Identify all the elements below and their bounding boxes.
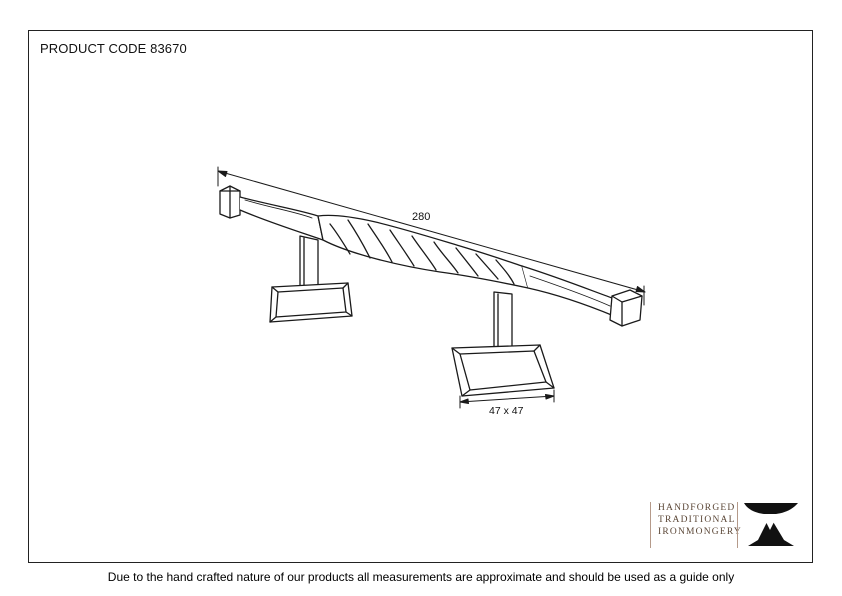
right-shank — [521, 265, 615, 317]
anvil-logo-icon — [744, 503, 798, 546]
product-code: PRODUCT CODE 83670 — [40, 41, 187, 56]
right-end-cap — [609, 289, 643, 327]
brand-divider — [737, 502, 738, 548]
base-size-label: 47 x 47 — [489, 405, 524, 417]
left-base-plate — [269, 282, 353, 323]
right-base-plate — [451, 344, 555, 397]
brand-line: TRADITIONAL — [658, 515, 736, 525]
brand-wordmark: HANDFORGED TRADITIONAL IRONMONGERY — [650, 502, 742, 548]
left-shank — [239, 196, 324, 241]
length-dimension-line — [217, 166, 646, 306]
length-label: 280 — [412, 211, 430, 223]
base-dimension-line — [459, 389, 555, 409]
brand-line: HANDFORGED — [658, 503, 736, 513]
brand-line: IRONMONGERY — [658, 527, 742, 537]
disclaimer-text: Due to the hand crafted nature of our pr… — [107, 570, 735, 584]
drawing-frame — [28, 30, 813, 563]
left-end-cap — [219, 185, 241, 219]
twisted-grip — [317, 214, 529, 289]
